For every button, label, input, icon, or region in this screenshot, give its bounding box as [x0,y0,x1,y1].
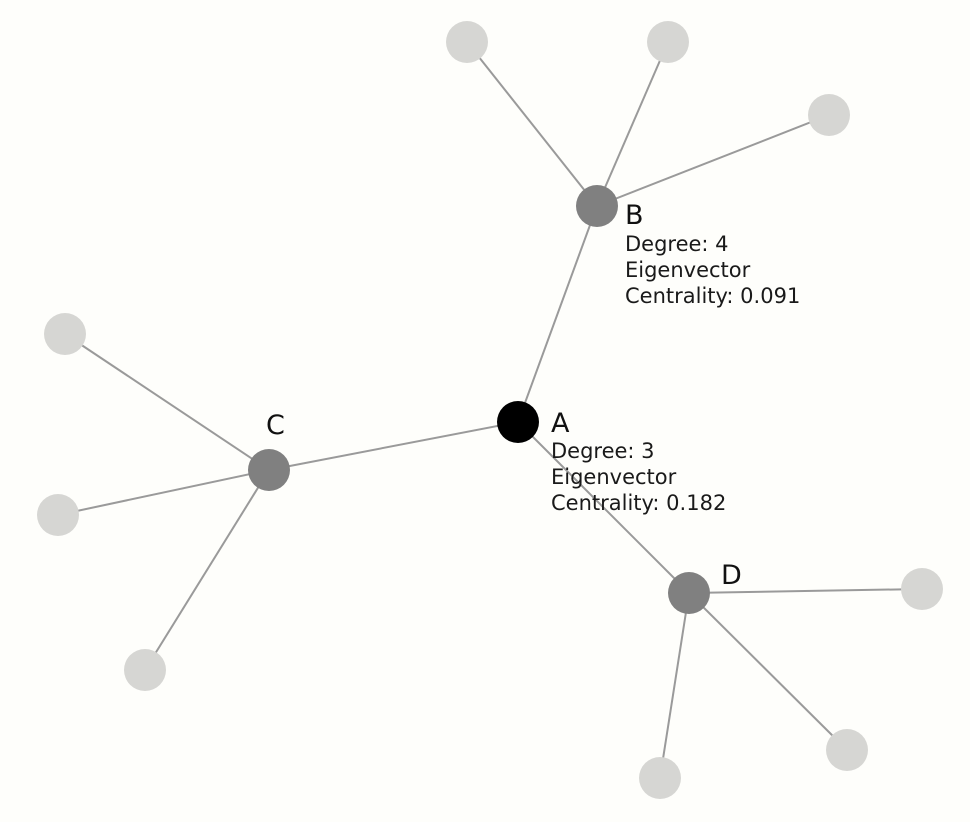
edge-a-d [517,421,690,594]
edge-c-leaf-3 [144,469,270,671]
node-label-b: B [625,200,644,231]
annotation-b-centrality: Centrality: 0.091 [625,284,800,308]
annotation-b: Degree: 4 Eigenvector Centrality: 0.091 [625,232,800,308]
node-c [248,449,290,491]
leaf-nodes [37,21,943,799]
leaf-node [901,568,943,610]
edge-a-b [517,205,598,423]
leaf-node [44,313,86,355]
edge-b-leaf-1 [466,41,598,207]
annotation-a-centrality: Centrality: 0.182 [551,491,726,515]
leaf-node [647,21,689,63]
node-labels: B A C D [266,200,742,591]
leaf-node [446,21,488,63]
edge-d-leaf-1 [688,588,923,594]
node-label-c: C [266,410,285,441]
annotation-b-eigenvector: Eigenvector [625,258,751,282]
node-d [668,572,710,614]
node-label-a: A [551,408,570,439]
edge-c-leaf-2 [57,469,270,516]
annotation-b-degree: Degree: 4 [625,232,729,256]
annotation-a-eigenvector: Eigenvector [551,465,677,489]
leaf-node [124,649,166,691]
leaf-node [808,94,850,136]
edges [57,41,923,779]
leaf-node [37,494,79,536]
edge-b-leaf-2 [596,41,669,207]
edge-d-leaf-3 [659,592,690,779]
leaf-node [639,757,681,799]
annotation-a: Degree: 3 Eigenvector Centrality: 0.182 [551,439,726,515]
node-a [497,401,539,443]
hub-nodes [248,185,710,614]
annotation-a-degree: Degree: 3 [551,439,655,463]
edge-b-leaf-3 [596,114,830,207]
edge-c-leaf-1 [64,333,270,471]
node-label-d: D [721,560,742,591]
node-b [576,185,618,227]
edge-d-leaf-2 [688,592,848,751]
edge-a-c [268,421,519,471]
leaf-node [826,729,868,771]
